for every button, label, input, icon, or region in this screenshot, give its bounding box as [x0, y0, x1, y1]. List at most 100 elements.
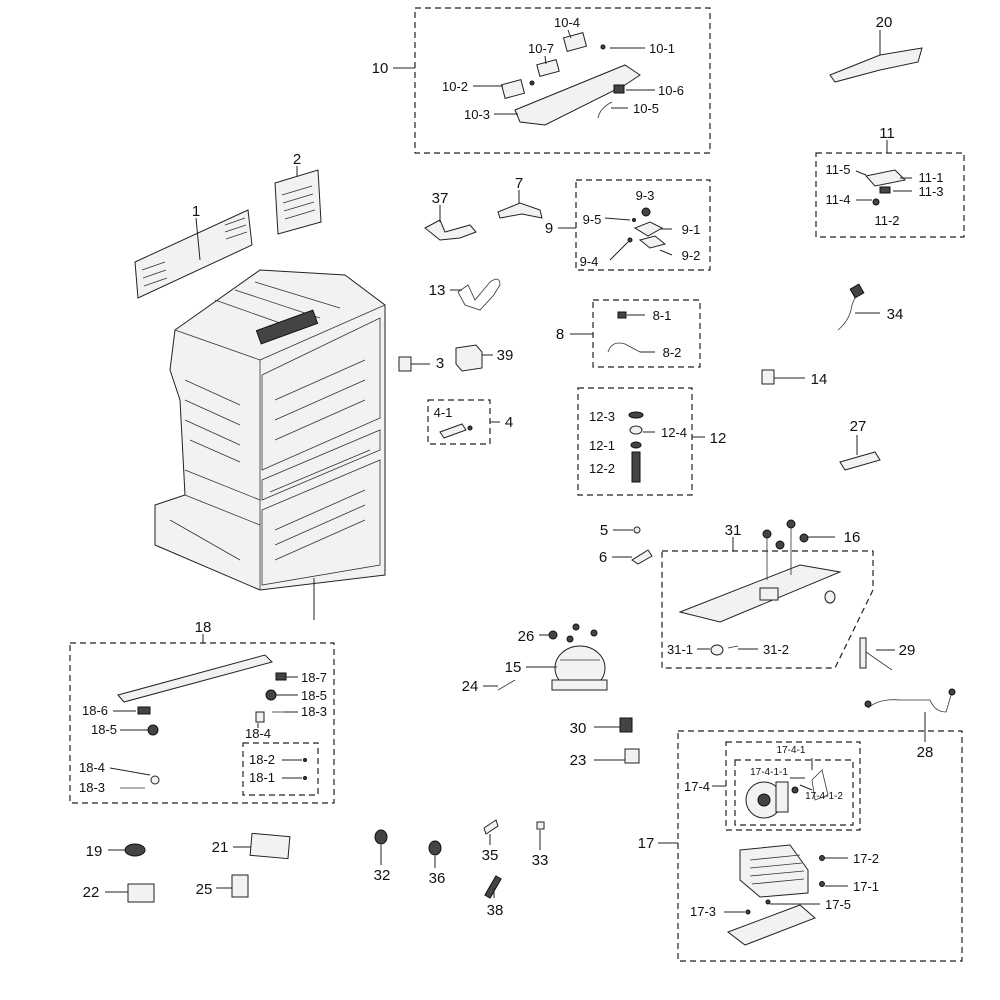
label-10-2: 10-2: [442, 79, 468, 94]
label-18-3-b: 18-3: [79, 780, 105, 795]
label-31-2: 31-2: [763, 642, 789, 657]
label-17-2: 17-2: [853, 851, 879, 866]
label-17-4: 17-4: [684, 779, 710, 794]
label-18-6: 18-6: [82, 703, 108, 718]
part-11-assembly: [865, 169, 907, 206]
label-18-4-a: 18-4: [245, 726, 271, 741]
part-13-harness: [457, 278, 501, 311]
label-11-5: 11-5: [825, 162, 850, 177]
label-14: 14: [811, 371, 828, 388]
part-22: [127, 883, 155, 903]
label-10-6: 10-6: [658, 83, 684, 98]
part-6: [631, 549, 653, 565]
part-8-1: [617, 311, 627, 319]
part-26: [548, 630, 558, 640]
label-11-1: 11-1: [918, 170, 943, 185]
part-1-cover-panel: [134, 209, 253, 299]
group-box-11: [815, 152, 965, 238]
label-33: 33: [532, 852, 549, 869]
label-4: 4: [505, 414, 513, 431]
part-15-compressor: [551, 623, 608, 691]
part-19: [124, 843, 146, 857]
label-32: 32: [374, 867, 391, 884]
label-17-4-1: 17-4-1: [777, 745, 806, 756]
label-1: 1: [192, 203, 200, 220]
label-10-5: 10-5: [633, 101, 659, 116]
part-28-harness: [867, 691, 953, 713]
label-17-3: 17-3: [690, 904, 716, 919]
part-25: [231, 874, 249, 898]
label-10-3: 10-3: [464, 107, 490, 122]
part-17-evaporator-fan-assembly: [726, 769, 829, 946]
label-20: 20: [876, 14, 893, 31]
part-32: [374, 829, 388, 845]
label-9-4: 9-4: [580, 254, 599, 269]
part-27: [839, 451, 881, 471]
label-28: 28: [917, 744, 934, 761]
part-30: [619, 717, 633, 733]
label-12-2: 12-2: [589, 461, 615, 476]
label-8: 8: [556, 326, 564, 343]
label-18-4-b: 18-4: [79, 760, 105, 775]
group-box-17-4-1: [734, 759, 854, 826]
label-34: 34: [887, 306, 904, 323]
label-17-4-1-2: 17-4-1-2: [805, 791, 843, 802]
label-31-1: 31-1: [667, 642, 693, 657]
label-25: 25: [196, 881, 213, 898]
label-17-4-1-1: 17-4-1-1: [750, 767, 788, 778]
label-31: 31: [725, 522, 742, 539]
part-39: [455, 344, 483, 372]
label-24: 24: [462, 678, 479, 695]
refrigerator-cabinet: [154, 269, 386, 591]
label-18-3-a: 18-3: [301, 704, 327, 719]
label-6: 6: [599, 549, 607, 566]
group-box-17: [677, 730, 963, 962]
label-21: 21: [212, 839, 229, 856]
label-11-3: 11-3: [918, 184, 943, 199]
label-18-2: 18-2: [249, 752, 275, 767]
part-24: [497, 679, 516, 691]
label-10-4: 10-4: [554, 15, 580, 30]
label-8-1: 8-1: [653, 308, 672, 323]
label-11: 11: [879, 125, 895, 142]
label-19: 19: [86, 843, 103, 860]
label-18: 18: [195, 619, 212, 636]
label-4-1: 4-1: [434, 405, 453, 420]
label-39: 39: [497, 347, 514, 364]
part-4-1: [439, 423, 467, 439]
label-26: 26: [518, 628, 535, 645]
label-11-4: 11-4: [825, 192, 850, 207]
part-7-bracket: [497, 202, 543, 219]
label-10-7: 10-7: [528, 41, 554, 56]
part-35: [483, 819, 499, 835]
label-38: 38: [487, 902, 504, 919]
label-10-1: 10-1: [649, 41, 675, 56]
label-12-3: 12-3: [589, 409, 615, 424]
group-box-9: [575, 179, 711, 271]
part-9-assembly: [627, 207, 667, 249]
label-10: 10: [372, 60, 389, 77]
group-box-8: [592, 299, 701, 368]
label-18-1: 18-1: [249, 770, 275, 785]
part-3: [398, 356, 412, 372]
part-12-stack: [628, 411, 644, 483]
part-18-assembly: [117, 654, 307, 789]
label-18-5-b: 18-5: [91, 722, 117, 737]
label-11-2: 11-2: [874, 213, 899, 228]
label-9-3: 9-3: [636, 188, 655, 203]
label-17-5: 17-5: [825, 897, 851, 912]
label-9-2: 9-2: [682, 248, 701, 263]
part-36: [428, 840, 442, 856]
label-12-4: 12-4: [661, 425, 687, 440]
part-5: [633, 526, 641, 534]
part-14: [761, 369, 775, 385]
part-34-cable: [837, 289, 859, 331]
label-15: 15: [505, 659, 522, 676]
label-12-1: 12-1: [589, 438, 615, 453]
label-9-1: 9-1: [682, 222, 701, 237]
part-31-base-plate: [678, 519, 842, 656]
group-box-18-sub: [242, 742, 319, 796]
label-8-2: 8-2: [663, 345, 682, 360]
